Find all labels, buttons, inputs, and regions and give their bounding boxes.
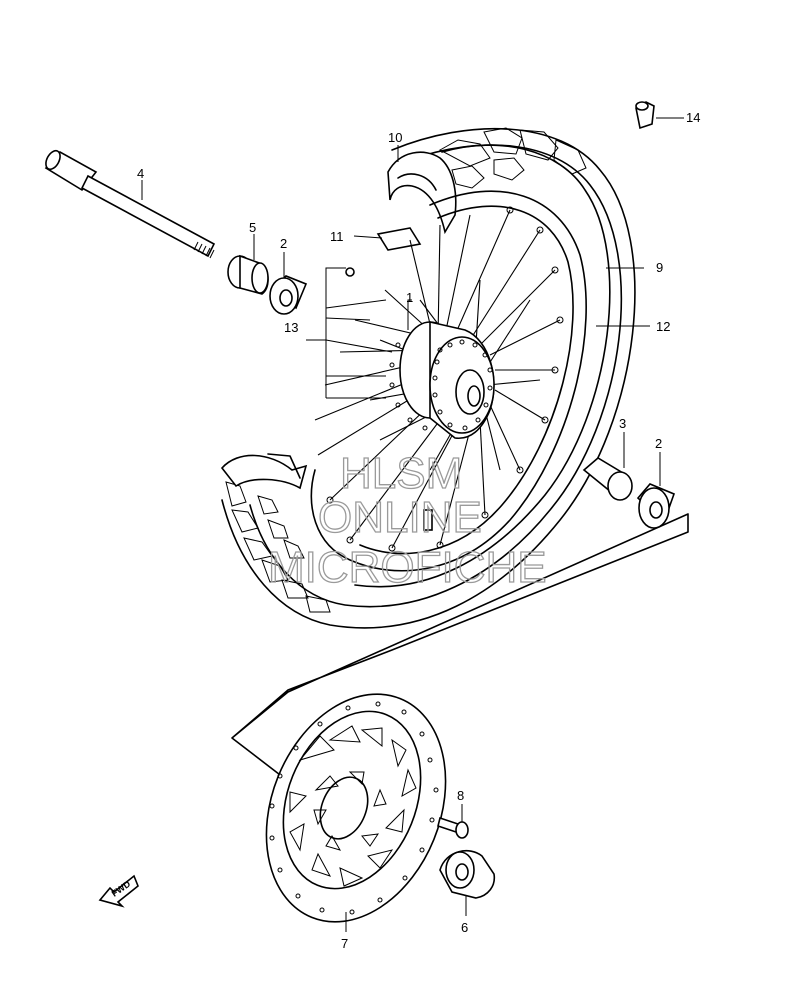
callout-2-left: 2 xyxy=(280,236,287,251)
axle-spacer-right xyxy=(582,457,633,501)
disc-bolt xyxy=(437,816,469,839)
disc-vent-holes xyxy=(269,701,439,915)
callout-14: 14 xyxy=(686,110,700,125)
callout-1: 1 xyxy=(406,290,413,305)
forward-direction-arrow-icon: FWD xyxy=(98,874,139,908)
front-axle xyxy=(44,149,216,259)
valve-stem xyxy=(423,509,433,531)
wheel-bearing-left xyxy=(269,275,308,315)
callout-10: 10 xyxy=(388,130,402,145)
watermark-line1: HLSM xyxy=(340,449,462,498)
watermark: HLSM ONLINE MICROFICHE xyxy=(267,448,547,592)
inner-tube-section xyxy=(387,151,457,235)
hub xyxy=(389,320,495,439)
callout-7: 7 xyxy=(341,936,348,951)
axle-spacer-left xyxy=(227,254,269,295)
callout-2-right: 2 xyxy=(655,436,662,451)
rim xyxy=(310,190,587,572)
callout-12: 12 xyxy=(656,319,670,334)
rim-band xyxy=(376,227,422,251)
callout-8: 8 xyxy=(457,788,464,803)
spoke-nipples xyxy=(326,206,564,552)
callout-13: 13 xyxy=(284,320,298,335)
valve-cap xyxy=(635,101,655,130)
callout-3: 3 xyxy=(619,416,626,431)
callout-9: 9 xyxy=(656,260,663,275)
callout-6: 6 xyxy=(461,920,468,935)
section-border xyxy=(231,513,689,865)
leader-lines xyxy=(141,117,684,932)
callout-4: 4 xyxy=(137,166,144,181)
watermark-line3: MICROFICHE xyxy=(268,543,547,592)
tire xyxy=(220,127,636,629)
hub-cap xyxy=(439,849,496,899)
callout-11: 11 xyxy=(330,229,344,244)
callout-labels: 4 5 2 10 11 1 13 9 12 3 2 14 8 6 7 xyxy=(137,110,700,951)
brake-disc xyxy=(265,693,447,923)
callout-5: 5 xyxy=(249,220,256,235)
spoke-nipple-loose xyxy=(345,267,355,277)
watermark-line2: ONLINE xyxy=(318,493,482,542)
wheel-bearing-right xyxy=(636,483,676,529)
